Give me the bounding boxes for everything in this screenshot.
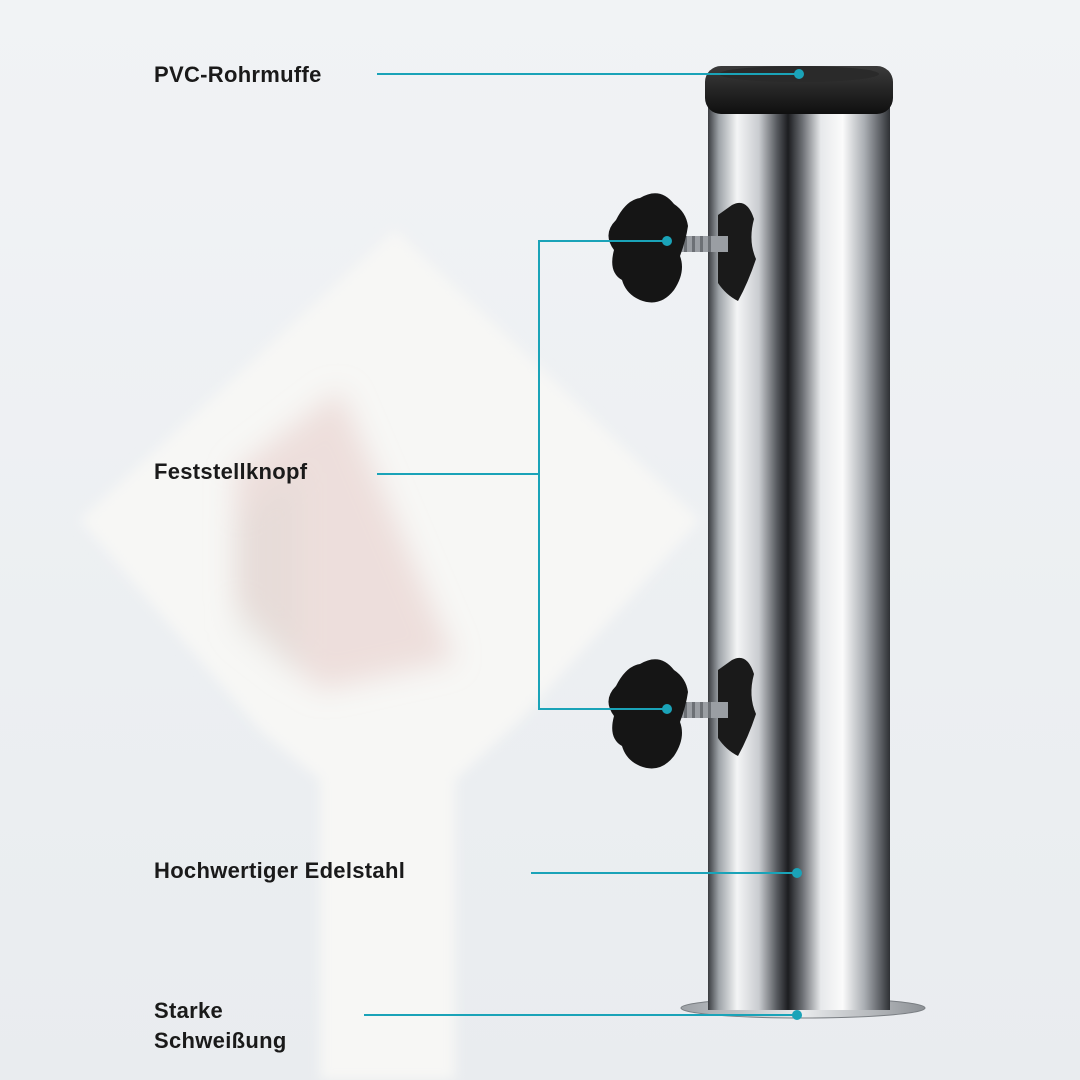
label-pvc-sleeve: PVC-Rohrmuffe (154, 62, 322, 87)
label-stainless-steel: Hochwertiger Edelstahl (154, 858, 406, 883)
label-locking-knob: Feststellknopf (154, 459, 308, 484)
label-strong-weld: Starke Schweißung (154, 998, 287, 1053)
